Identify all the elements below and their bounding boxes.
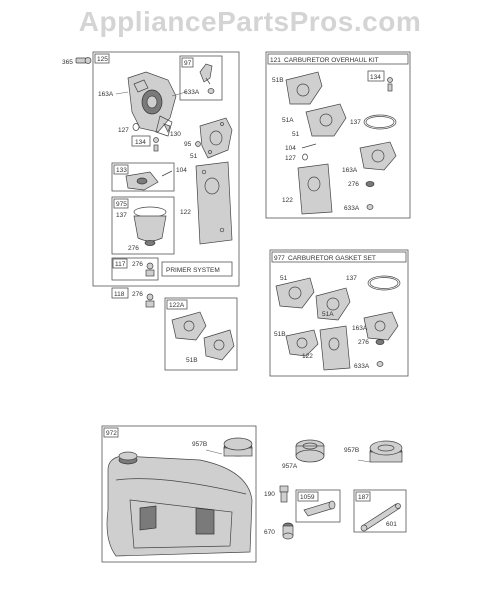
kit-part-633A[interactable]: 633A xyxy=(344,204,374,213)
group-1059-number: 1059 xyxy=(300,494,315,501)
group-133[interactable]: 133 104 xyxy=(111,162,187,192)
carburetor-body[interactable]: 163A xyxy=(98,71,187,137)
set-label-51B: 51B xyxy=(274,331,286,338)
group-977-number: 977 xyxy=(274,255,285,262)
group-187[interactable]: 187 601 xyxy=(353,489,407,533)
set-part-633A[interactable]: 633A xyxy=(354,361,384,371)
set-part-137[interactable]: 137 xyxy=(346,275,401,291)
label-276-a: 276 xyxy=(128,245,139,252)
label-957B-right: 957B xyxy=(344,447,359,454)
group-118[interactable]: 118 276 xyxy=(111,287,155,308)
label-104: 104 xyxy=(176,167,187,174)
kit-label-104: 104 xyxy=(285,145,296,152)
group-134-left[interactable]: 134 xyxy=(131,135,159,152)
set-label-122: 122 xyxy=(302,353,313,360)
group-97[interactable]: 97 633A xyxy=(179,55,223,101)
group-121-overhaul-kit[interactable]: 121 CARBURETOR OVERHAUL KIT xyxy=(265,51,411,219)
fuel-cap-957A[interactable]: 957A xyxy=(282,439,325,470)
part-95[interactable]: 95 xyxy=(184,141,201,148)
group-117-number: 117 xyxy=(115,261,126,268)
group-97-number: 97 xyxy=(184,60,192,67)
label-122A-51B: 51B xyxy=(186,357,198,364)
set-part-51B[interactable]: 51B xyxy=(274,329,319,357)
group-125-number: 125 xyxy=(97,56,108,63)
group-133-number: 133 xyxy=(116,167,127,174)
kit-label-51B: 51B xyxy=(272,77,284,84)
label-190: 190 xyxy=(264,491,275,498)
part-365[interactable]: 365 xyxy=(62,57,92,67)
set-label-51A: 51A xyxy=(322,311,334,318)
fitting-190[interactable]: 190 xyxy=(264,485,289,503)
label-122: 122 xyxy=(180,209,191,216)
kit-label-137: 137 xyxy=(350,119,361,126)
kit-label-276: 276 xyxy=(348,181,359,188)
label-127: 127 xyxy=(118,127,129,134)
watermark: AppliancePartsPros.com xyxy=(78,6,422,37)
kit-label-51: 51 xyxy=(292,131,300,138)
primer-system-label: PRIMER SYSTEM xyxy=(161,261,233,277)
set-label-633A: 633A xyxy=(354,363,370,370)
group-977-gasket-set[interactable]: 977 CARBURETOR GASKET SET xyxy=(269,249,409,377)
group-117[interactable]: 117 276 xyxy=(111,257,159,281)
label-601: 601 xyxy=(386,521,397,528)
label-137: 137 xyxy=(116,212,127,219)
kit-label-122: 122 xyxy=(282,197,293,204)
tank-label-957B: 957B xyxy=(192,441,207,448)
kit-part-51B[interactable]: 51B xyxy=(272,71,323,105)
kit-part-163A[interactable]: 163A 276 xyxy=(342,141,397,188)
kit-label-633A: 633A xyxy=(344,205,360,212)
set-label-137: 137 xyxy=(346,275,357,282)
set-label-276: 276 xyxy=(358,339,369,346)
label-276-b: 276 xyxy=(132,261,143,268)
set-label-51: 51 xyxy=(280,275,288,282)
set-part-163A[interactable]: 163A 276 xyxy=(352,311,399,346)
group-134-right[interactable]: 134 xyxy=(367,70,393,92)
set-label-163A: 163A xyxy=(352,325,368,332)
group-977-title: CARBURETOR GASKET SET xyxy=(288,255,376,262)
group-118-number: 118 xyxy=(114,291,125,298)
group-134-right-number: 134 xyxy=(370,74,381,81)
kit-part-137[interactable]: 137 xyxy=(350,114,397,130)
part-122[interactable]: 122 xyxy=(180,161,233,245)
fuel-cap-957B-right[interactable]: 957B xyxy=(344,440,403,463)
group-134-left-number: 134 xyxy=(135,139,146,146)
label-276-c: 276 xyxy=(132,291,143,298)
group-187-number: 187 xyxy=(358,494,369,501)
group-121-number: 121 xyxy=(270,57,281,64)
primer-system-text: PRIMER SYSTEM xyxy=(166,267,220,274)
kit-part-104[interactable]: 104 127 xyxy=(285,143,317,162)
part-670[interactable]: 670 xyxy=(264,522,294,540)
set-part-51[interactable]: 51 xyxy=(275,275,315,309)
label-130: 130 xyxy=(170,131,181,138)
group-122A[interactable]: 122A 51B xyxy=(164,297,238,371)
kit-label-127: 127 xyxy=(285,155,296,162)
group-121-title: CARBURETOR OVERHAUL KIT xyxy=(284,57,379,64)
label-633A: 633A xyxy=(184,89,200,96)
label-51: 51 xyxy=(190,153,198,160)
kit-part-51A[interactable]: 51A 51 xyxy=(282,103,347,138)
label-365: 365 xyxy=(62,59,73,66)
group-122A-number: 122A xyxy=(169,302,185,309)
part-51[interactable]: 51 xyxy=(190,117,233,160)
set-part-122[interactable]: 122 xyxy=(302,325,351,371)
part-130[interactable]: 130 xyxy=(163,123,181,138)
kit-label-163A: 163A xyxy=(342,167,358,174)
label-957A: 957A xyxy=(282,463,298,470)
kit-label-51A: 51A xyxy=(282,117,294,124)
group-1059[interactable]: 1059 xyxy=(295,489,341,523)
label-670: 670 xyxy=(264,529,275,536)
group-975-number: 975 xyxy=(116,201,127,208)
group-972-number: 972 xyxy=(106,430,117,437)
kit-part-122[interactable]: 122 xyxy=(282,163,333,215)
part-127[interactable]: 127 xyxy=(118,123,140,135)
label-95: 95 xyxy=(184,141,192,148)
group-975[interactable]: 975 137 276 xyxy=(111,196,175,255)
group-972-fuel-tank[interactable]: 972 957B xyxy=(101,425,257,563)
group-125[interactable]: 125 xyxy=(92,51,240,287)
set-part-51A[interactable]: 51A xyxy=(315,287,351,321)
label-163A: 163A xyxy=(98,91,114,98)
